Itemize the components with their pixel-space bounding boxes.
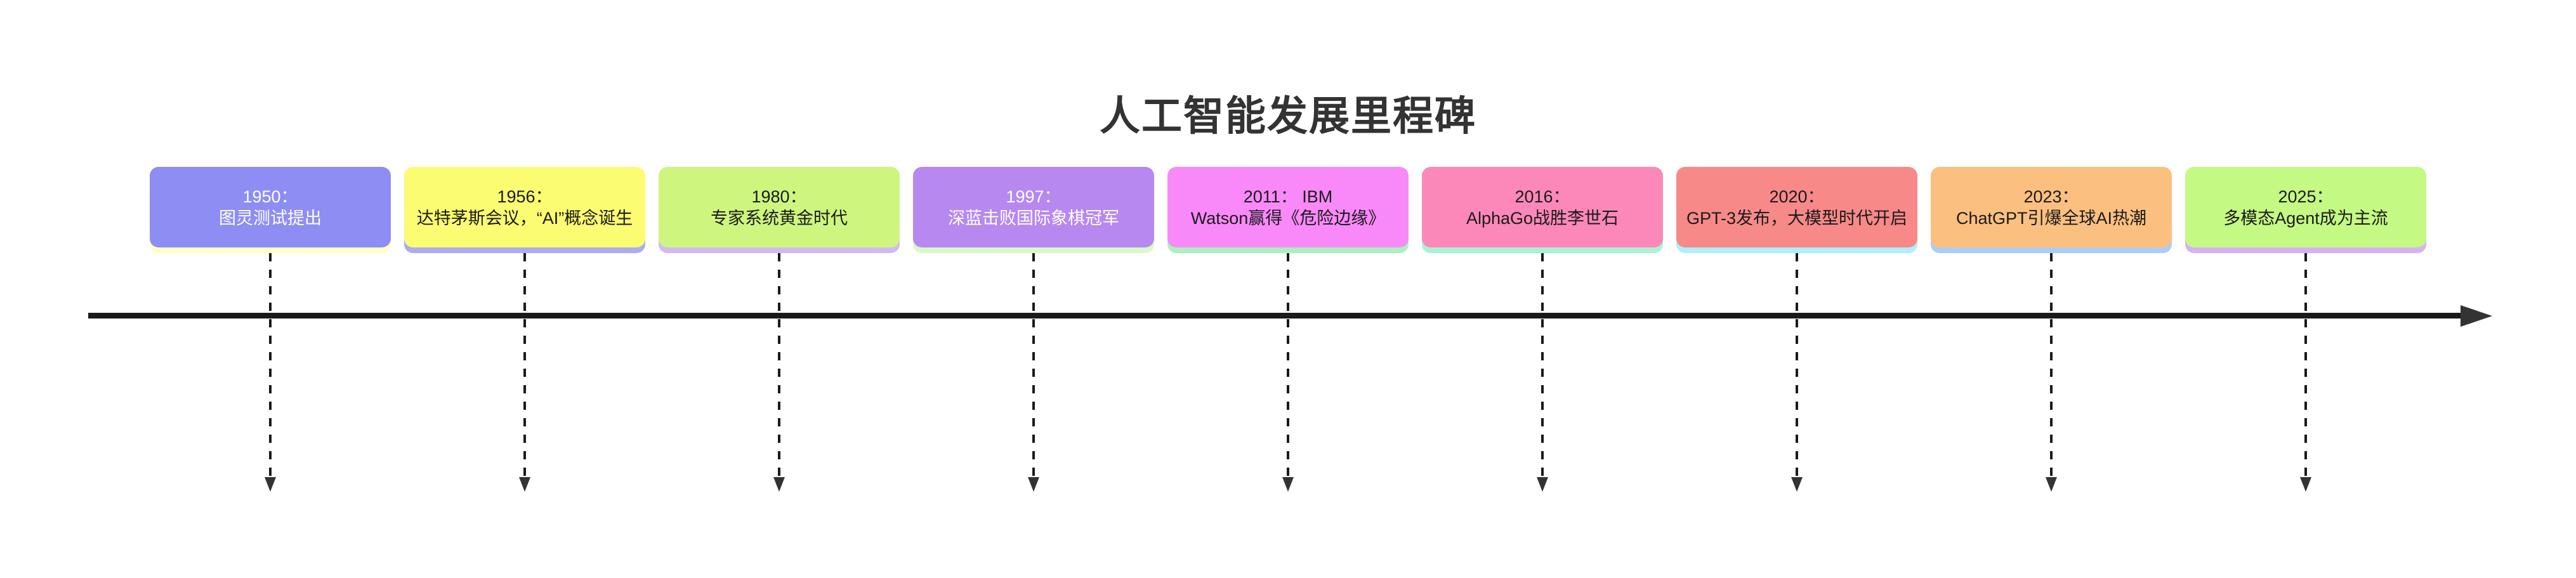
drop-arrow	[773, 253, 785, 492]
drop-arrow	[2300, 253, 2311, 492]
dashed-connector-line	[2050, 253, 2053, 477]
milestone-card-1: 1950： 图灵测试提出	[150, 167, 391, 492]
diagram-title: 人工智能发展里程碑	[1100, 93, 1476, 139]
milestone-year: 2016：	[1515, 187, 1570, 206]
milestone-card-9: 2025： 多模态Agent成为主流	[2185, 167, 2426, 492]
drop-arrow	[1537, 253, 1548, 492]
milestone-event: ChatGPT引爆全球AI热潮	[1955, 208, 2147, 228]
milestone-year: 2011： IBM	[1243, 187, 1333, 206]
milestone-year: 2023：	[2023, 187, 2079, 206]
down-arrowhead-icon	[265, 477, 276, 492]
milestone-card-3: 1980： 专家系统黄金时代	[659, 167, 900, 492]
milestone-event: 多模态Agent成为主流	[2223, 208, 2388, 228]
dashed-connector-line	[523, 253, 526, 477]
dashed-connector-line	[269, 253, 272, 477]
milestone-event: 专家系统黄金时代	[711, 208, 848, 228]
milestone-card-5: 2011： IBM Watson赢得《危险边缘》	[1167, 167, 1409, 492]
drop-arrow	[2046, 253, 2057, 492]
drop-arrow	[265, 253, 276, 492]
timeline-axis	[88, 313, 2462, 319]
down-arrowhead-icon	[1028, 477, 1039, 492]
milestone-event: AlphaGo战胜李世石	[1466, 208, 1619, 228]
milestone-event: GPT-3发布，大模型时代开启	[1686, 208, 1908, 228]
down-arrowhead-icon	[1791, 477, 1803, 492]
milestones-row: 1950： 图灵测试提出 1956： 达特茅斯会议，“AI”概念诞生 1980：…	[0, 167, 2576, 492]
milestone-year: 2025：	[2278, 187, 2334, 206]
dashed-connector-line	[1541, 253, 1544, 477]
axis-right-arrowhead-icon	[2461, 305, 2492, 327]
milestone-card-7: 2020： GPT-3发布，大模型时代开启	[1676, 167, 1917, 492]
dashed-connector-line	[778, 253, 780, 477]
dashed-connector-line	[1287, 253, 1289, 477]
milestone-year: 2020：	[1769, 187, 1825, 206]
milestone-event: 达特茅斯会议，“AI”概念诞生	[416, 208, 633, 228]
dashed-connector-line	[2304, 253, 2307, 477]
milestone-card-8: 2023： ChatGPT引爆全球AI热潮	[1931, 167, 2172, 492]
milestone-card-2: 1956： 达特茅斯会议，“AI”概念诞生	[404, 167, 645, 492]
dashed-connector-line	[1032, 253, 1035, 477]
down-arrowhead-icon	[1537, 477, 1548, 492]
milestone-year: 1950：	[242, 187, 298, 206]
milestone-card-4: 1997： 深蓝击败国际象棋冠军	[913, 167, 1154, 492]
down-arrowhead-icon	[519, 477, 530, 492]
drop-arrow	[1028, 253, 1039, 492]
down-arrowhead-icon	[2300, 477, 2311, 492]
dashed-connector-line	[1796, 253, 1798, 477]
down-arrowhead-icon	[2046, 477, 2057, 492]
milestone-card-6: 2016： AlphaGo战胜李世石	[1422, 167, 1663, 492]
milestone-event: Watson赢得《危险边缘》	[1190, 208, 1386, 228]
milestone-year: 1956：	[497, 187, 553, 206]
milestone-year: 1980：	[751, 187, 807, 206]
drop-arrow	[1282, 253, 1294, 492]
milestone-year: 1997：	[1006, 187, 1061, 206]
drop-arrow	[1791, 253, 1803, 492]
down-arrowhead-icon	[773, 477, 785, 492]
milestone-event: 深蓝击败国际象棋冠军	[948, 208, 1119, 228]
down-arrowhead-icon	[1282, 477, 1294, 492]
drop-arrow	[519, 253, 530, 492]
milestone-event: 图灵测试提出	[219, 208, 322, 228]
